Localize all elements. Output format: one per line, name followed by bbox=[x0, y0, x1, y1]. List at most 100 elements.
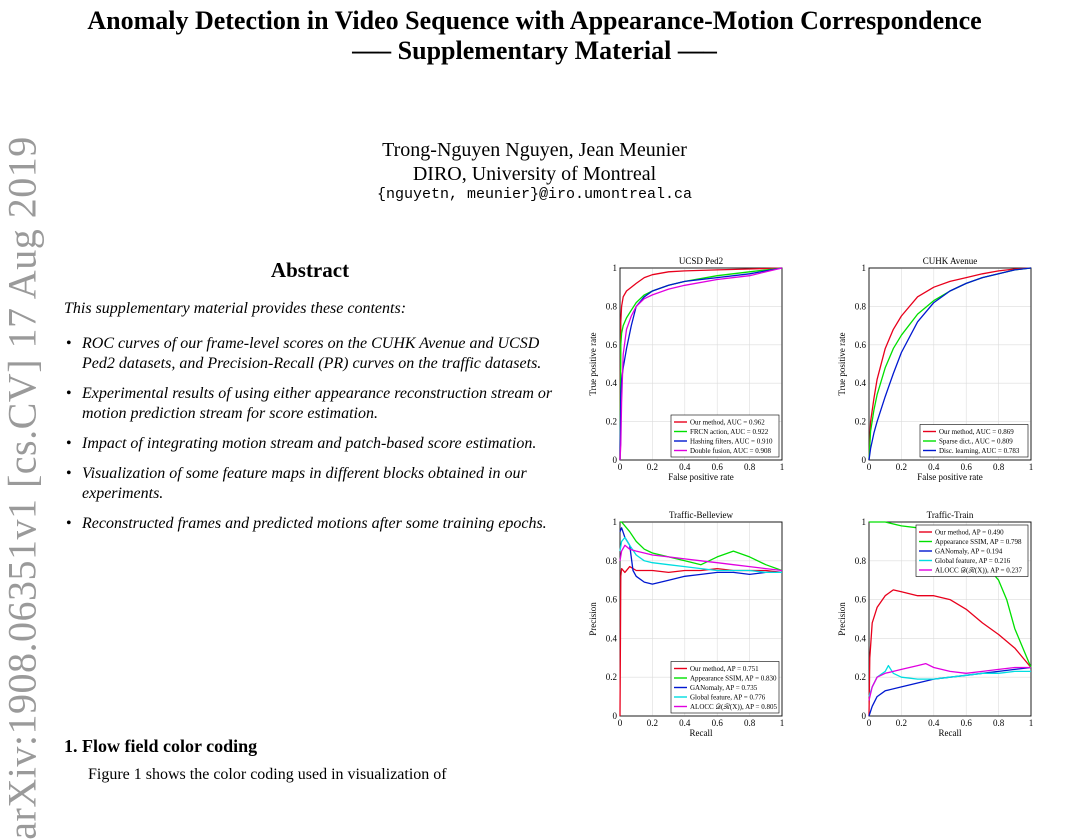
x-tick-label: 0.2 bbox=[896, 718, 907, 728]
legend-entry: Appearance SSIM, AP = 0.830 bbox=[690, 675, 777, 683]
legend-entry: ALOCC 𝒟(ℛ(X)), AP = 0.237 bbox=[935, 567, 1022, 575]
y-axis-label: True positive rate bbox=[588, 332, 598, 395]
plot-border bbox=[868, 521, 1032, 717]
series-line bbox=[619, 267, 783, 461]
y-tick-label: 0.2 bbox=[855, 672, 866, 682]
legend-entry: Sparse dict., AUC = 0.809 bbox=[939, 438, 1013, 446]
y-tick-label: 0.4 bbox=[855, 633, 867, 643]
y-tick-label: 0.6 bbox=[606, 340, 618, 350]
x-tick-label: 0 bbox=[867, 718, 872, 728]
x-tick-label: 0.4 bbox=[928, 462, 940, 472]
y-tick-label: 1 bbox=[613, 263, 618, 273]
author-email: {nguyetn, meunier}@iro.umontreal.ca bbox=[376, 186, 693, 203]
y-tick-label: 0.4 bbox=[606, 633, 618, 643]
section-text: Figure 1 shows the color coding used in … bbox=[88, 766, 447, 783]
y-tick-label: 0.6 bbox=[606, 595, 618, 605]
y-tick-label: 0.8 bbox=[855, 556, 867, 566]
series-line bbox=[868, 267, 1032, 461]
figure-curves: 0 0.2 0.4 0.6 0.8 1 0 0.2 0.4 0.6 0.8 1 UCSD Ped2Fal… bbox=[588, 256, 1034, 738]
abstract-bullet: Experimental results of using either app… bbox=[64, 384, 554, 424]
x-axis-label: Recall bbox=[690, 728, 713, 738]
x-tick-label: 1 bbox=[780, 462, 785, 472]
y-tick-label: 0.2 bbox=[606, 672, 617, 682]
legend-box bbox=[919, 424, 1029, 458]
y-tick-label: 0.8 bbox=[606, 556, 618, 566]
y-tick-label: 0.2 bbox=[855, 417, 866, 427]
legend-entry: Global feature, AP = 0.776 bbox=[690, 694, 766, 702]
title-line-2: —– Supplementary Material —– bbox=[352, 36, 717, 65]
series-line bbox=[619, 267, 783, 461]
x-tick-label: 0.2 bbox=[647, 718, 658, 728]
x-tick-label: 0 bbox=[867, 462, 872, 472]
legend-box bbox=[670, 414, 780, 458]
chart-title: CUHK Avenue bbox=[923, 256, 978, 266]
x-tick-label: 0.4 bbox=[928, 718, 940, 728]
arxiv-stamp: arXiv:1908.06351v1 [cs.CV] 17 Aug 2019 bbox=[0, 136, 45, 839]
y-axis-label: True positive rate bbox=[837, 332, 847, 395]
chart-title: UCSD Ped2 bbox=[679, 256, 723, 266]
x-tick-label: 0.8 bbox=[744, 718, 756, 728]
series-line bbox=[868, 662, 1031, 701]
x-axis-label: Recall bbox=[939, 728, 962, 738]
paper-title: Anomaly Detection in Video Sequence with… bbox=[0, 6, 1069, 66]
y-tick-label: 0.6 bbox=[855, 340, 867, 350]
author-block: Trong-Nguyen Nguyen, Jean Meunier DIRO, … bbox=[0, 138, 1069, 186]
series-line bbox=[619, 267, 783, 461]
y-axis-label: Precision bbox=[837, 602, 847, 636]
arxiv-id: arXiv:1908.06351v1 [cs.CV] 17 Aug 2019 bbox=[0, 136, 45, 840]
y-tick-label: 0.4 bbox=[855, 378, 867, 388]
legend-entry: Our method, AUC = 0.962 bbox=[690, 419, 765, 427]
x-tick-label: 0.4 bbox=[679, 462, 691, 472]
abstract-bullet: ROC curves of our frame-level scores on … bbox=[64, 334, 554, 374]
x-tick-label: 1 bbox=[1029, 718, 1034, 728]
legend-entry: GANomaly, AP = 0.194 bbox=[935, 548, 1003, 556]
y-tick-label: 0.8 bbox=[606, 301, 618, 311]
x-tick-label: 0.8 bbox=[993, 718, 1005, 728]
legend-entry: FRCN action, AUC = 0.922 bbox=[690, 428, 769, 436]
abstract-bullet: Visualization of some feature maps in di… bbox=[64, 464, 554, 504]
series-line bbox=[868, 589, 1032, 717]
series-line bbox=[619, 536, 782, 574]
x-tick-label: 0 bbox=[618, 718, 623, 728]
x-tick-label: 0.6 bbox=[961, 718, 973, 728]
y-tick-label: 0.2 bbox=[606, 417, 617, 427]
legend-entry: GANomaly, AP = 0.735 bbox=[690, 684, 758, 692]
series-line bbox=[619, 544, 783, 572]
title-line-1: Anomaly Detection in Video Sequence with… bbox=[87, 6, 982, 35]
chart-title: Traffic-Belleview bbox=[669, 510, 733, 520]
y-tick-label: 1 bbox=[613, 517, 618, 527]
y-tick-label: 0.6 bbox=[855, 595, 867, 605]
legend-entry: Disc. learning, AUC = 0.783 bbox=[939, 447, 1020, 455]
y-tick-label: 0.4 bbox=[606, 378, 618, 388]
legend-entry: Hashing filters, AUC = 0.910 bbox=[690, 438, 773, 446]
x-tick-label: 0.6 bbox=[712, 718, 724, 728]
x-tick-label: 0.2 bbox=[647, 462, 658, 472]
series-line bbox=[868, 267, 1032, 461]
legend-entry: Appearance SSIM, AP = 0.798 bbox=[935, 538, 1022, 546]
x-tick-label: 0.4 bbox=[679, 718, 691, 728]
affiliation: DIRO, University of Montreal bbox=[412, 163, 657, 185]
legend-entry: Our method, AP = 0.490 bbox=[935, 529, 1004, 537]
y-tick-label: 0 bbox=[613, 455, 618, 465]
legend-entry: Global feature, AP = 0.216 bbox=[935, 557, 1011, 565]
legend-box bbox=[915, 524, 1029, 577]
x-tick-label: 0.2 bbox=[896, 462, 907, 472]
legend-entry: Our method, AUC = 0.869 bbox=[939, 428, 1014, 436]
x-tick-label: 0.8 bbox=[744, 462, 756, 472]
x-tick-label: 1 bbox=[1029, 462, 1034, 472]
legend-entry: ALOCC 𝒟(ℛ(X)), AP = 0.805 bbox=[690, 703, 777, 711]
authors: Trong-Nguyen Nguyen, Jean Meunier bbox=[382, 139, 687, 161]
abstract-heading: Abstract bbox=[270, 258, 350, 282]
x-axis-label: False positive rate bbox=[668, 472, 733, 482]
x-tick-label: 0.8 bbox=[993, 462, 1005, 472]
abstract-intro: This supplementary material provides the… bbox=[64, 300, 407, 317]
abstract-bullet: Reconstructed frames and predicted motio… bbox=[64, 514, 554, 534]
y-tick-label: 1 bbox=[862, 517, 867, 527]
y-tick-label: 0 bbox=[862, 711, 867, 721]
y-tick-label: 0.8 bbox=[855, 301, 867, 311]
legend-box bbox=[670, 661, 780, 714]
legend-entry: Double fusion, AUC = 0.908 bbox=[690, 447, 771, 455]
